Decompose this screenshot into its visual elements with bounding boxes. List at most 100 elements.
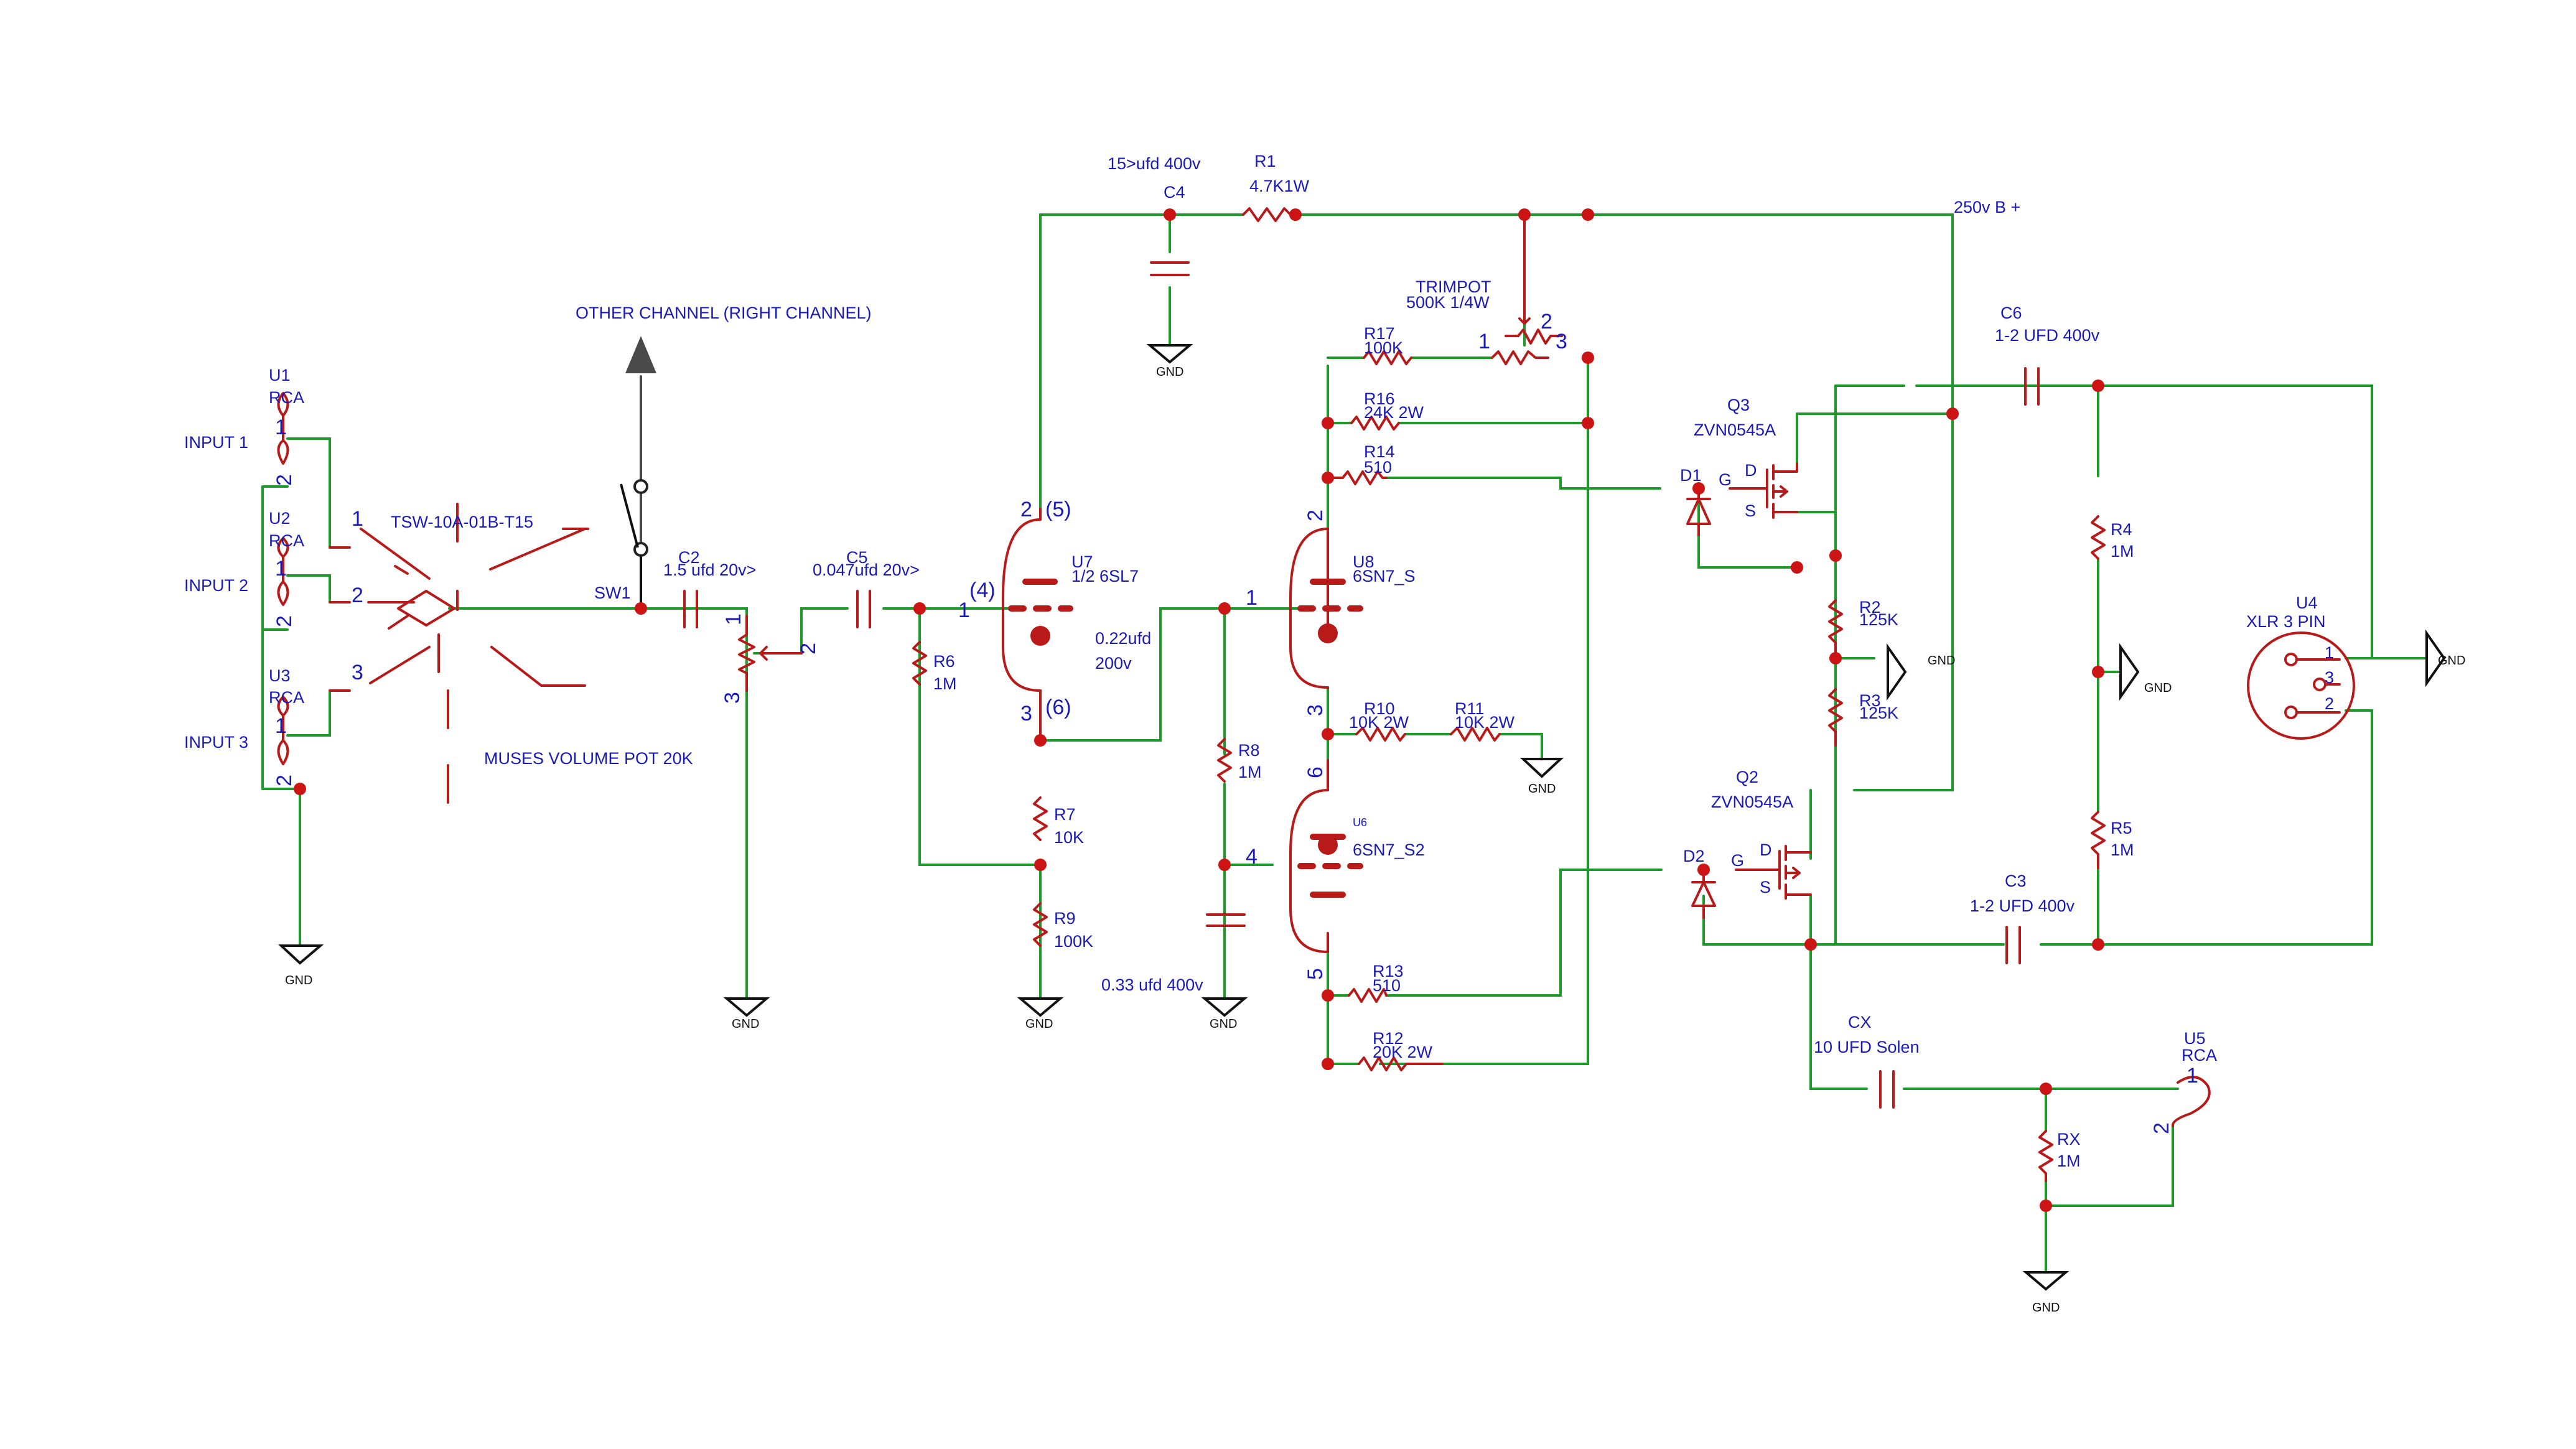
c6-value: 1-2 UFD 400v [1995,326,2100,345]
u6-n5: 5 [1304,968,1327,980]
d1-ref: D1 [1680,466,1702,485]
r4-ref: R4 [2111,520,2132,539]
gnd-2: GND [732,1017,759,1031]
r9-ref: R9 [1054,909,1076,928]
u6-n4: 4 [1246,845,1258,869]
u2-type: RCA [269,531,304,550]
tube-u7 [1002,508,1073,742]
r12-ref: R12 [1373,1029,1404,1048]
gnd-5: GND [1210,1017,1237,1031]
u2-pin-2: 2 [273,615,296,627]
u5-type: RCA [2182,1046,2217,1065]
cx-ref: CX [1848,1013,1872,1032]
u7-pin5: (5) [1045,498,1071,521]
r17-value: 100K [1364,338,1403,357]
rx-ref: RX [2057,1130,2081,1148]
u5-pin-2: 2 [2150,1122,2173,1134]
u8-n2: 2 [1304,510,1327,521]
q2-d: D [1760,841,1772,859]
q3-symbol [1729,462,1798,519]
q3-d: D [1745,461,1757,480]
gnd-7: GND [1928,654,1955,668]
trimpot-pin-1: 1 [1478,330,1490,353]
r8-ref: R8 [1238,741,1260,760]
c2-ref: C2 [678,548,700,567]
switch-pin-3: 3 [352,661,363,684]
r11-value: 10K 2W [1455,713,1515,732]
c3-ref: C3 [2005,872,2027,890]
r8-value: 1M [1238,763,1262,781]
pot-pin-2: 2 [796,643,820,655]
input-connectors [277,392,289,765]
u3-pin-1: 1 [275,714,287,738]
capacitor-symbols [683,261,2040,1109]
xlr-pin-2: 2 [2325,694,2334,713]
c3-value: 1-2 UFD 400v [1970,897,2075,915]
gnd-8: GND [2144,681,2172,695]
u8-n3: 3 [1304,704,1327,716]
coupling-cap-voltage: 200v [1095,654,1132,673]
c4-value: 15>ufd 400v [1108,154,1201,173]
r4-value: 1M [2111,542,2134,561]
gnd-10: GND [2032,1301,2060,1315]
q2-ref: Q2 [1736,768,1758,786]
u6-ref: U6 [1353,816,1367,829]
r6-value: 1M [933,674,957,693]
u8-type: 6SN7_S [1353,567,1416,585]
r2-value: 125K [1859,610,1898,629]
gnd-9: GND [2438,654,2465,668]
pot-pin-3: 3 [721,692,744,704]
r3-ref: R3 [1859,691,1881,710]
u1-pin-1: 1 [275,416,287,439]
junctions [294,208,2104,1212]
c5-value: 0.047ufd 20v> [813,561,920,579]
r12-value: 20K 2W [1373,1043,1433,1061]
u1-type: RCA [269,388,304,407]
resistor-symbols [912,207,2106,1182]
xlr-pin-1: 1 [2325,643,2334,662]
xlr-ref: U4 [2296,594,2318,612]
c2-value: 1.5 ufd 20v> [663,561,756,579]
output-rca [2171,1076,2211,1127]
r14-ref: R14 [1364,442,1395,461]
trimpot-value: 500K 1/4W [1406,293,1490,312]
r10-ref: R10 [1364,699,1395,718]
gnd-4: GND [1156,365,1183,379]
r1-ref: R1 [1254,152,1276,170]
gnd-3: GND [1025,1017,1053,1031]
c5-ref: C5 [846,548,868,567]
q3-g: G [1719,470,1732,489]
u7-n1: 1 [958,599,970,622]
gnd-6: GND [1528,782,1556,796]
q3-ref: Q3 [1727,396,1750,414]
wires [261,213,2428,1274]
u8-n1: 1 [1246,586,1258,610]
r10-value: 10K 2W [1349,713,1409,732]
xlr-type: XLR 3 PIN [2246,612,2326,631]
input-3-label: INPUT 3 [184,733,248,752]
coupling-cap-value: 0.22ufd [1095,629,1151,648]
switch-part: TSW-10A-01B-T15 [391,513,533,531]
r5-ref: R5 [2111,819,2132,837]
u3-pin-2: 2 [273,775,296,786]
q2-g: G [1731,851,1744,870]
u2-pin-1: 1 [275,557,287,580]
u7-n2: 2 [1020,498,1032,521]
trimpot: 2 [1505,213,1563,345]
r16-value: 24K 2W [1364,403,1424,422]
c6-ref: C6 [2000,304,2022,322]
tube-u8 [1289,528,1363,689]
r7-value: 10K [1054,828,1084,847]
q2-s: S [1760,878,1771,897]
d2-symbol [1691,869,1716,919]
u3-type: RCA [269,688,304,707]
u7-type: 1/2 6SL7 [1071,567,1139,585]
r14-value: 510 [1364,458,1392,477]
r16-ref: R16 [1364,389,1395,408]
sw1-ref: SW1 [594,584,631,602]
pot-pin-1: 1 [722,613,745,625]
rx-value: 1M [2057,1152,2081,1170]
xlr-connector [2247,631,2355,740]
u7-pin4: (4) [969,579,996,602]
